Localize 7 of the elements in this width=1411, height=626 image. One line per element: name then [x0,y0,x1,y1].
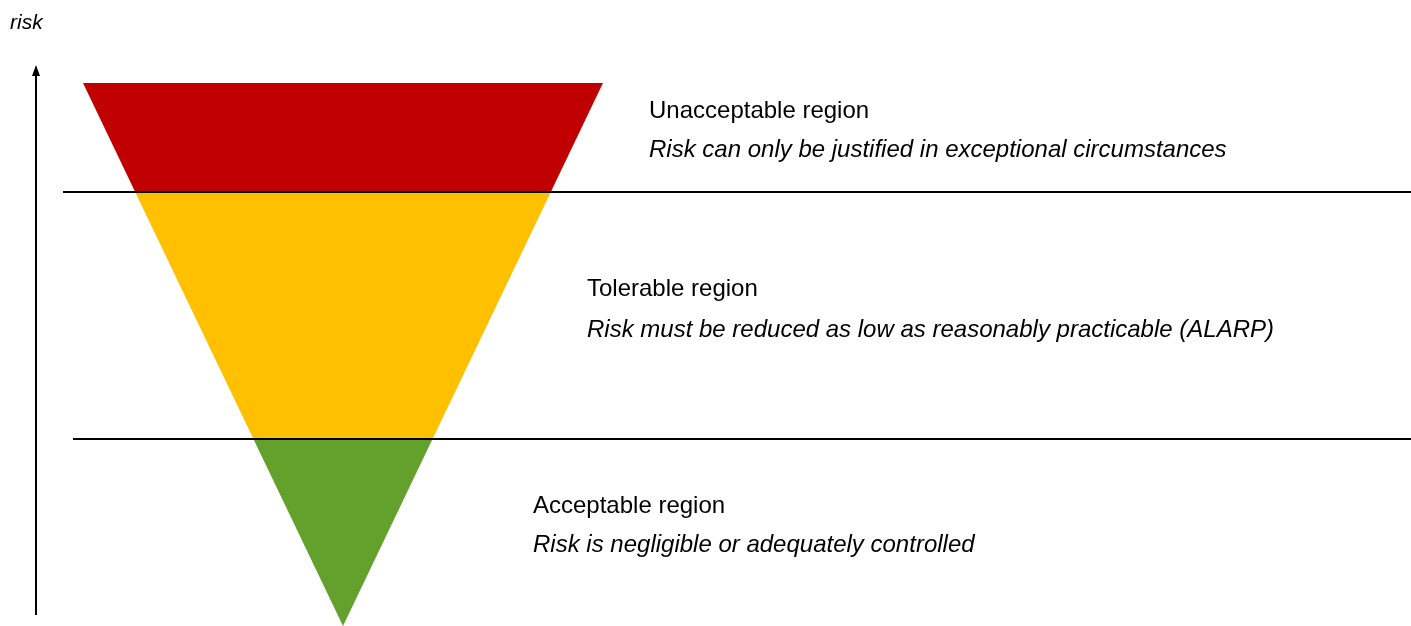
region-heading: Acceptable region [533,491,726,518]
region-description: Risk can only be justified in exceptional circumstances [649,135,1227,162]
region-heading: Unacceptable region [649,96,870,123]
region-description: Risk must be reduced as low as reasonably practicable (ALARP) [587,315,1274,342]
region-description: Risk is negligible or adequately controlled [533,530,975,557]
region-heading: Tolerable region [587,274,758,301]
axis-label: risk [10,10,43,33]
